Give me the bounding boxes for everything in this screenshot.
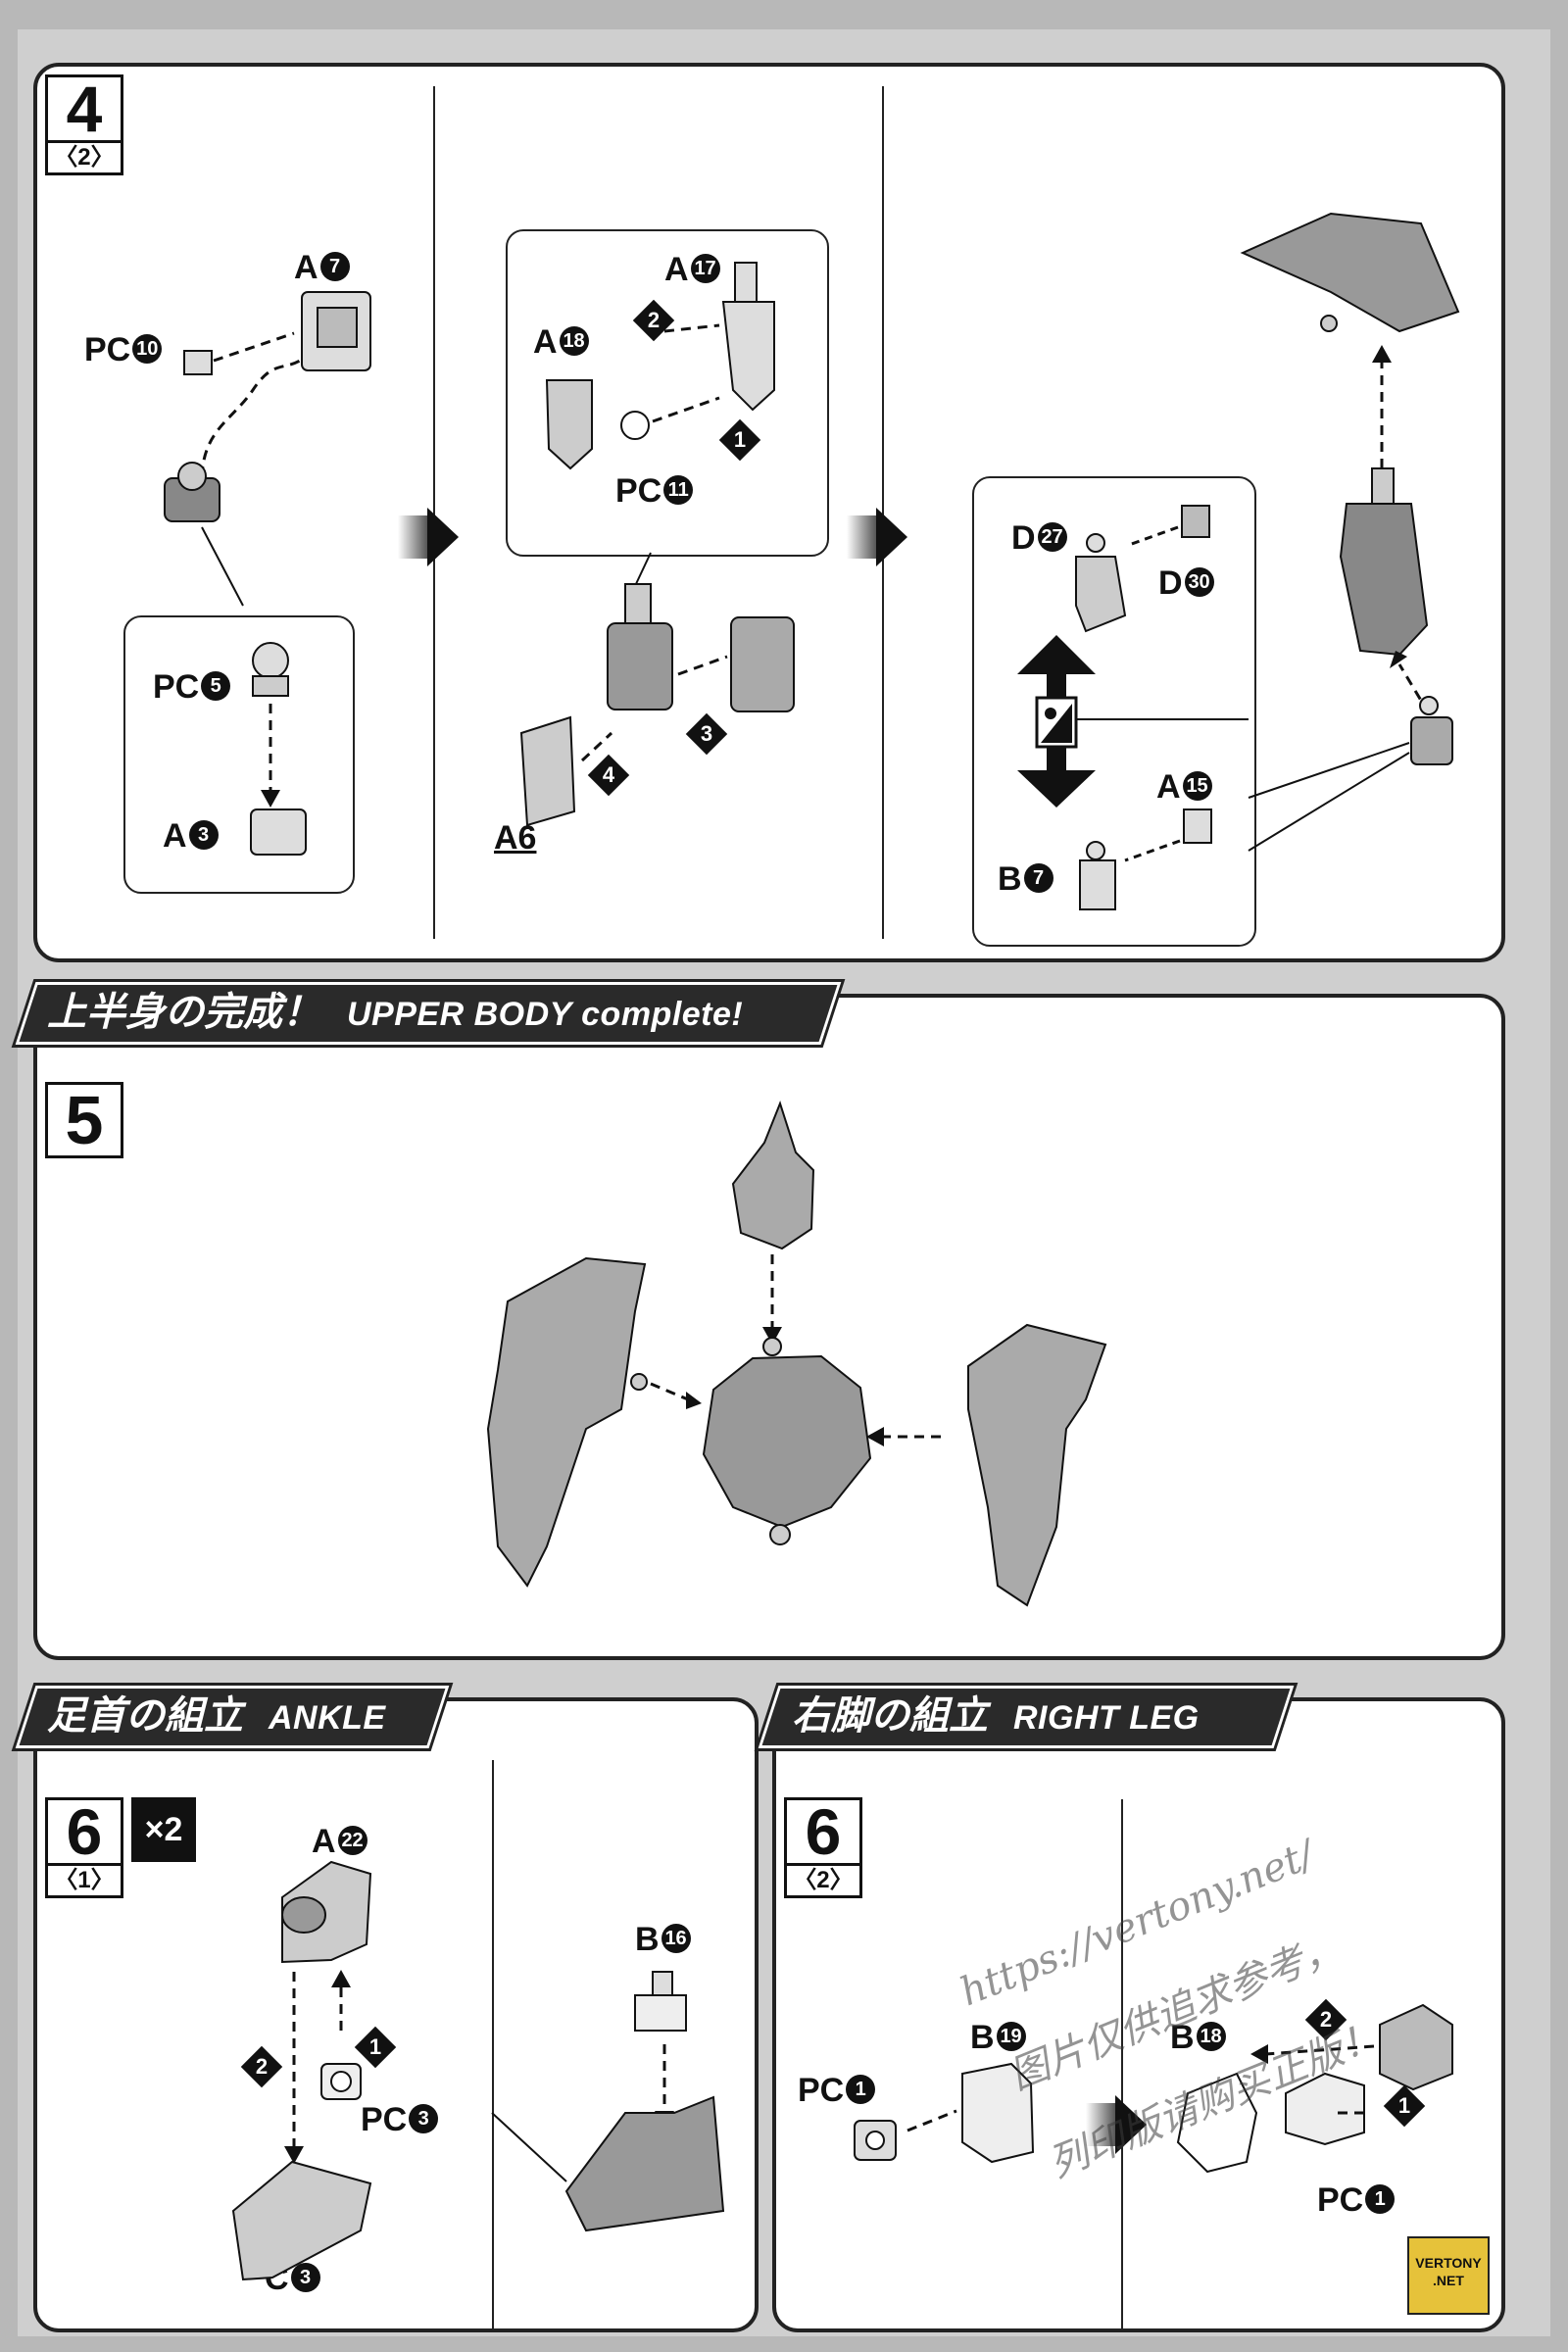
step4-col2-drawing: [519, 262, 795, 827]
step-6-1-banner-text: 足首の組立 ANKLE: [47, 1688, 386, 1746]
part-label-a6: A6: [494, 819, 537, 857]
next-arrow-tail: [398, 515, 427, 559]
step-5-banner-text: 上半身の完成！ UPPER BODY complete!: [47, 984, 743, 1043]
banner-title-jp: 上半身の完成！: [47, 991, 321, 1034]
step-sub-number: 〈1〉: [48, 1863, 121, 1895]
banner-title-jp: 足首の組立: [47, 1694, 243, 1738]
vertony-logo: VERTONY .NET: [1407, 2236, 1490, 2315]
step6-1-drawing: [231, 1860, 725, 2281]
next-arrow-icon: [427, 508, 459, 566]
next-arrow-tail: [1086, 2103, 1115, 2146]
next-arrow-tail: [847, 515, 876, 559]
logo-text-top: VERTONY: [1415, 2255, 1482, 2271]
logo-text-bottom: .NET: [1433, 2273, 1464, 2288]
step4-callout-drawing: [250, 642, 307, 856]
step-number: 6: [66, 1795, 103, 1868]
step-5-panel: 5: [33, 994, 1505, 1660]
banner-title-en: ANKLE: [269, 1699, 386, 1737]
step-6-1-number: 6 〈1〉: [45, 1797, 123, 1898]
column-divider: [492, 1760, 494, 2328]
step-5-number: 5: [45, 1082, 123, 1158]
banner-title-jp: 右脚の組立: [792, 1694, 988, 1738]
next-arrow-icon: [876, 508, 907, 566]
step4-col1-drawing: [164, 291, 371, 607]
callout-box: [123, 615, 355, 894]
step5-drawing: [486, 1101, 1107, 1607]
step-number: 4: [66, 73, 103, 145]
step-sub-number: 〈2〉: [787, 1863, 859, 1895]
step-number: 5: [65, 1082, 104, 1158]
step-sub-number: 〈2〉: [48, 140, 121, 172]
banner-title-en: UPPER BODY complete!: [347, 996, 744, 1033]
step-6-2-banner-text: 右脚の組立 RIGHT LEG: [792, 1688, 1200, 1746]
step4-col3-drawing: [1017, 212, 1460, 910]
step-6-2-number: 6 〈2〉: [784, 1797, 862, 1898]
banner-title-en: RIGHT LEG: [1013, 1699, 1200, 1737]
step-number: 6: [805, 1795, 842, 1868]
column-divider: [1121, 1799, 1123, 2328]
multiplier-badge: ×2: [131, 1797, 196, 1862]
next-arrow-icon: [1115, 2095, 1147, 2154]
step6-2-drawing: [854, 2003, 1453, 2174]
step-4-number: 4 〈2〉: [45, 74, 123, 175]
